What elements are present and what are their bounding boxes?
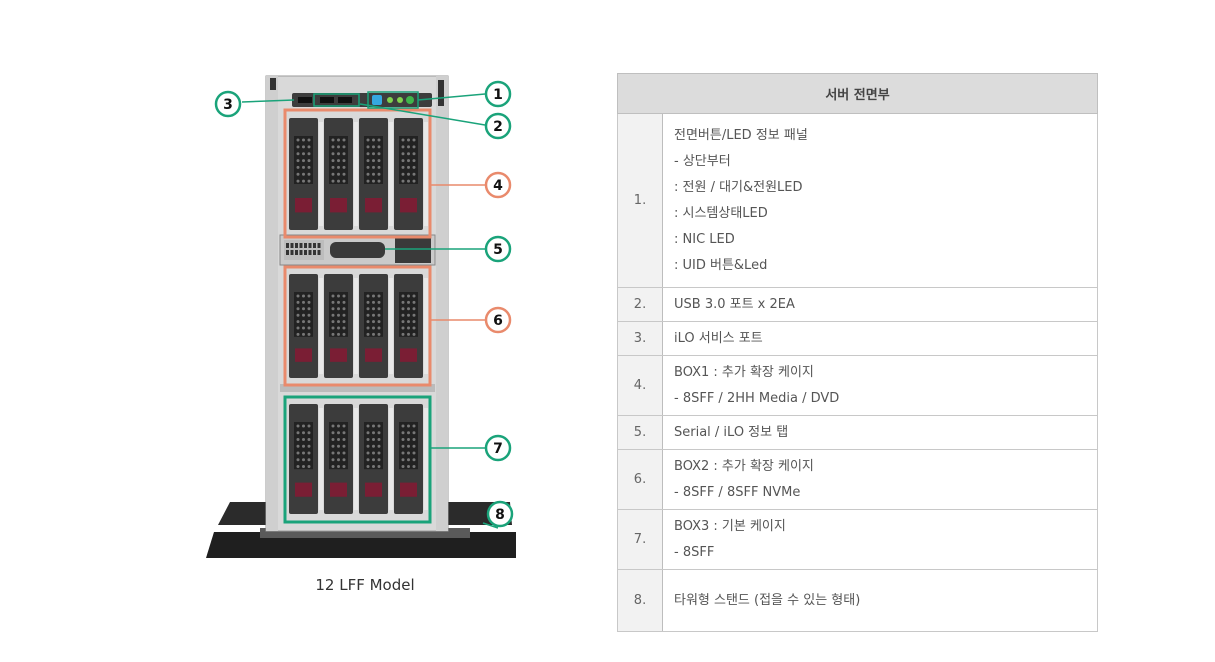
callout-number: 1 bbox=[493, 87, 503, 103]
row-description: Serial / iLO 정보 탭 bbox=[662, 415, 1098, 450]
description-line: : UID 버튼&Led bbox=[674, 257, 768, 273]
callout-5: 5 bbox=[484, 235, 512, 263]
server-front-spec-table: 서버 전면부 1. 전면버튼/LED 정보 패널 - 상단부터 : 전원 / 대기&전… bbox=[617, 73, 1098, 632]
drive-carrier bbox=[324, 118, 358, 230]
description-line: : 전원 / 대기&전원LED bbox=[674, 179, 803, 195]
figure-caption: 12 LFF Model bbox=[315, 576, 415, 594]
callout-number: 8 bbox=[495, 507, 505, 523]
callout-number: 2 bbox=[493, 119, 503, 135]
description-line: iLO 서비스 포트 bbox=[674, 330, 763, 346]
row-description: 타워형 스탠드 (접을 수 있는 형태) bbox=[662, 569, 1098, 632]
drive-carrier bbox=[359, 118, 393, 230]
description-line: BOX1 : 추가 확장 케이지 bbox=[674, 364, 814, 380]
row-number: 5. bbox=[617, 415, 663, 450]
table-row: 7. BOX3 : 기본 케이지 - 8SFF bbox=[617, 509, 1098, 570]
row-description: 전면버튼/LED 정보 패널 - 상단부터 : 전원 / 대기&전원LED : 시스템… bbox=[662, 113, 1098, 288]
drive-carrier bbox=[359, 404, 393, 514]
drive-carrier bbox=[289, 274, 323, 378]
table-row: 4. BOX1 : 추가 확장 케이지 - 8SFF / 2HH Media / D… bbox=[617, 355, 1098, 416]
drive-carrier bbox=[324, 274, 358, 378]
server-front-figure: 1 2 3 4 5 6 7 8 12 LFF Model bbox=[200, 70, 530, 600]
description-line: 타워형 스탠드 (접을 수 있는 형태) bbox=[674, 592, 861, 608]
callout-number: 6 bbox=[493, 313, 503, 329]
table-row: 2. USB 3.0 포트 x 2EA bbox=[617, 287, 1098, 322]
description-line: : 시스템상태LED bbox=[674, 205, 768, 221]
callout-number: 4 bbox=[493, 178, 503, 194]
front-io-panel bbox=[292, 93, 432, 107]
callout-8: 8 bbox=[486, 500, 514, 528]
serial-ilo-tab bbox=[279, 234, 436, 266]
box3-highlight bbox=[283, 395, 432, 524]
description-line: BOX3 : 기본 케이지 bbox=[674, 518, 786, 534]
callout-number: 3 bbox=[223, 97, 233, 113]
table-row: 5. Serial / iLO 정보 탭 bbox=[617, 415, 1098, 450]
table-header: 서버 전면부 bbox=[617, 73, 1098, 114]
row-number: 8. bbox=[617, 569, 663, 632]
callout-6: 6 bbox=[484, 306, 512, 334]
row-description: BOX3 : 기본 케이지 - 8SFF bbox=[662, 509, 1098, 570]
row-description: USB 3.0 포트 x 2EA bbox=[662, 287, 1098, 322]
description-line: USB 3.0 포트 x 2EA bbox=[674, 296, 795, 312]
description-line: - 상단부터 bbox=[674, 153, 731, 169]
row-description: BOX1 : 추가 확장 케이지 - 8SFF / 2HH Media / DVD bbox=[662, 355, 1098, 416]
table-row: 8. 타워형 스탠드 (접을 수 있는 형태) bbox=[617, 569, 1098, 632]
callout-4: 4 bbox=[484, 171, 512, 199]
drive-carrier bbox=[289, 118, 323, 230]
callout-number: 5 bbox=[493, 242, 503, 258]
box2-highlight bbox=[283, 265, 432, 387]
server-front-image: 1 2 3 4 5 6 7 8 bbox=[206, 75, 516, 558]
drive-carrier bbox=[394, 274, 428, 378]
callout-number: 7 bbox=[493, 441, 503, 457]
row-description: BOX2 : 추가 확장 케이지 - 8SFF / 8SFF NVMe bbox=[662, 449, 1098, 510]
drive-carrier bbox=[324, 404, 358, 514]
row-number: 2. bbox=[617, 287, 663, 322]
callout-2: 2 bbox=[484, 112, 512, 140]
row-number: 3. bbox=[617, 321, 663, 356]
usb-highlight bbox=[313, 93, 360, 107]
row-number: 4. bbox=[617, 355, 663, 416]
description-line: Serial / iLO 정보 탭 bbox=[674, 424, 789, 440]
description-line: - 8SFF / 8SFF NVMe bbox=[674, 484, 801, 500]
callout-1: 1 bbox=[484, 80, 512, 108]
description-line: - 8SFF / 2HH Media / DVD bbox=[674, 390, 840, 406]
callout-7: 7 bbox=[484, 434, 512, 462]
table-row: 1. 전면버튼/LED 정보 패널 - 상단부터 : 전원 / 대기&전원LED : 시… bbox=[617, 113, 1098, 288]
description-line: 전면버튼/LED 정보 패널 bbox=[674, 127, 808, 143]
row-number: 6. bbox=[617, 449, 663, 510]
table-row: 6. BOX2 : 추가 확장 케이지 - 8SFF / 8SFF NVMe bbox=[617, 449, 1098, 510]
row-number: 1. bbox=[617, 113, 663, 288]
description-line: BOX2 : 추가 확장 케이지 bbox=[674, 458, 814, 474]
row-number: 7. bbox=[617, 509, 663, 570]
drive-carrier bbox=[394, 404, 428, 514]
drive-carrier bbox=[394, 118, 428, 230]
row-description: iLO 서비스 포트 bbox=[662, 321, 1098, 356]
callout-3: 3 bbox=[214, 90, 242, 118]
description-line: : NIC LED bbox=[674, 231, 735, 247]
drive-carrier bbox=[359, 274, 393, 378]
drive-carrier bbox=[289, 404, 323, 514]
description-line: - 8SFF bbox=[674, 544, 715, 560]
box1-highlight bbox=[283, 108, 432, 239]
table-row: 3. iLO 서비스 포트 bbox=[617, 321, 1098, 356]
